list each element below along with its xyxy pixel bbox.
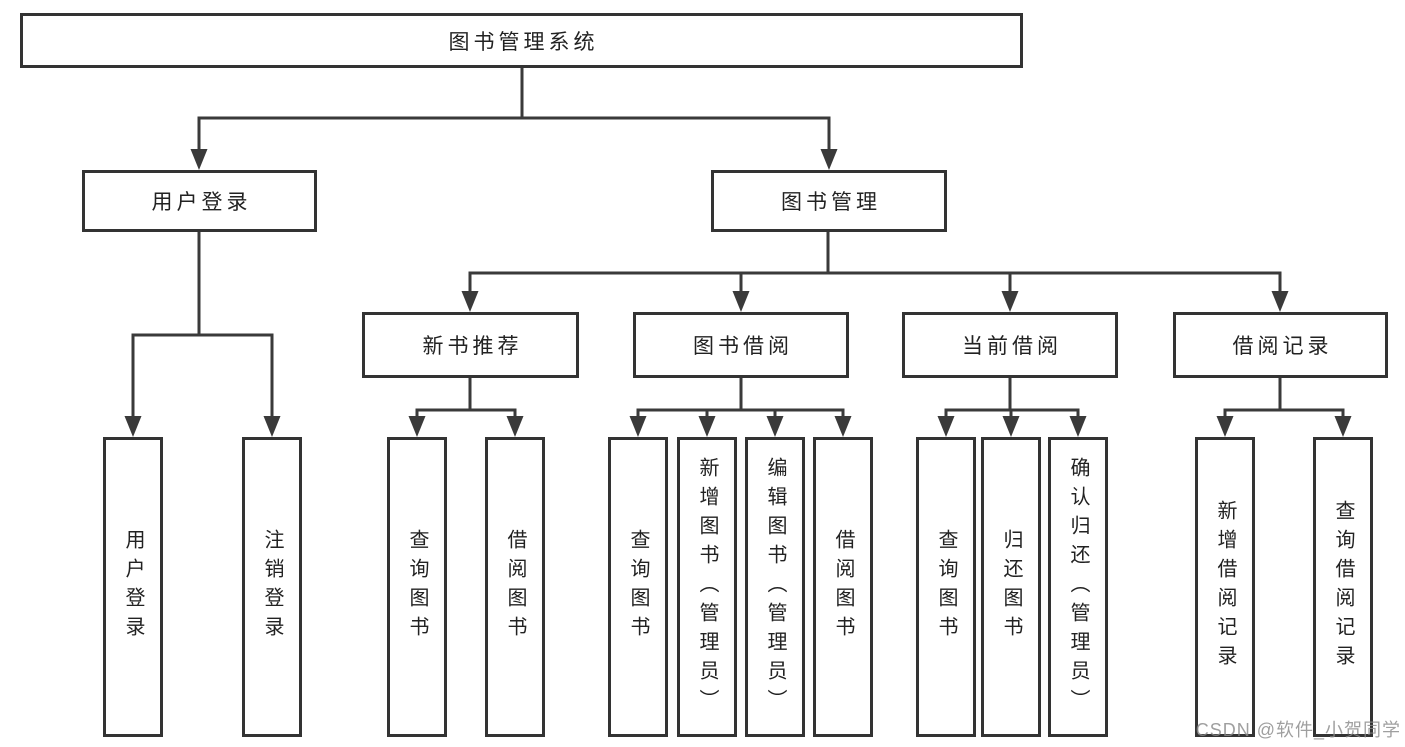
- leaf-logout: 注销登录: [242, 437, 302, 737]
- node-label: 图书管理: [781, 191, 881, 214]
- node-current-borrowing: 当前借阅: [902, 312, 1118, 378]
- arrow-down-icon: [1216, 416, 1234, 437]
- arrow-down-icon: [629, 416, 647, 437]
- watermark: CSDN @软件_小贺同学: [1195, 720, 1401, 740]
- arrow-down-icon: [1271, 291, 1289, 312]
- connector-new-book-recommend-children: [408, 376, 524, 437]
- leaf-label: 用户登录: [122, 529, 144, 645]
- arrow-down-icon: [820, 149, 838, 170]
- leaf-label: 编辑图书（管理员）: [764, 456, 786, 718]
- node-root-system: 图书管理系统: [20, 13, 1023, 68]
- leaf-label: 新增图书（管理员）: [696, 456, 718, 718]
- leaf-add-borrow-record: 新增借阅记录: [1195, 437, 1255, 737]
- leaf-user-login: 用户登录: [103, 437, 163, 737]
- leaf-label: 查询借阅记录: [1332, 500, 1354, 674]
- leaf-borrow-books-recommend: 借阅图书: [485, 437, 545, 737]
- node-book-borrowing: 图书借阅: [633, 312, 849, 378]
- leaf-label: 借阅图书: [832, 529, 854, 645]
- connector-root-to-children: [190, 66, 838, 170]
- node-label: 借阅记录: [1232, 335, 1333, 358]
- connector-user-login-children: [124, 230, 281, 437]
- leaf-add-books-admin: 新增图书（管理员）: [677, 437, 737, 737]
- leaf-borrow-books: 借阅图书: [813, 437, 873, 737]
- arrow-down-icon: [698, 416, 716, 437]
- node-label: 图书管理系统: [448, 30, 599, 54]
- connector-borrowing-records-children: [1216, 376, 1352, 437]
- arrow-down-icon: [1069, 416, 1087, 437]
- connector-current-borrowing-children: [937, 376, 1087, 437]
- node-label: 新书推荐: [422, 335, 523, 358]
- connector-book-borrowing-children: [629, 376, 852, 437]
- leaf-query-borrow-record: 查询借阅记录: [1313, 437, 1373, 737]
- leaf-label: 查询图书: [935, 529, 957, 645]
- node-book-management: 图书管理: [711, 170, 947, 232]
- leaf-confirm-return-admin: 确认归还（管理员）: [1048, 437, 1108, 737]
- arrow-down-icon: [834, 416, 852, 437]
- leaf-label: 查询图书: [627, 529, 649, 645]
- arrow-down-icon: [1334, 416, 1352, 437]
- arrow-down-icon: [263, 416, 281, 437]
- leaf-return-books: 归还图书: [981, 437, 1041, 737]
- node-label: 用户登录: [151, 191, 252, 214]
- arrow-down-icon: [461, 291, 479, 312]
- leaf-edit-books-admin: 编辑图书（管理员）: [745, 437, 805, 737]
- arrow-down-icon: [190, 149, 208, 170]
- connector-book-management-children: [461, 230, 1289, 312]
- arrow-down-icon: [506, 416, 524, 437]
- leaf-label: 归还图书: [1000, 529, 1022, 645]
- leaf-query-books-current: 查询图书: [916, 437, 976, 737]
- leaf-label: 确认归还（管理员）: [1067, 456, 1089, 718]
- leaf-label: 注销登录: [261, 529, 283, 645]
- arrow-down-icon: [937, 416, 955, 437]
- leaf-label: 新增借阅记录: [1214, 500, 1236, 674]
- node-user-login: 用户登录: [82, 170, 317, 232]
- arrow-down-icon: [1001, 291, 1019, 312]
- node-label: 当前借阅: [962, 335, 1062, 358]
- node-label: 图书借阅: [693, 335, 793, 358]
- arrow-down-icon: [1002, 416, 1020, 437]
- arrow-down-icon: [124, 416, 142, 437]
- leaf-label: 借阅图书: [504, 529, 526, 645]
- leaf-label: 查询图书: [406, 529, 428, 645]
- arrow-down-icon: [732, 291, 750, 312]
- leaf-query-books-recommend: 查询图书: [387, 437, 447, 737]
- arrow-down-icon: [408, 416, 426, 437]
- arrow-down-icon: [766, 416, 784, 437]
- leaf-query-books-borrowing: 查询图书: [608, 437, 668, 737]
- node-borrowing-records: 借阅记录: [1173, 312, 1388, 378]
- node-new-book-recommend: 新书推荐: [362, 312, 579, 378]
